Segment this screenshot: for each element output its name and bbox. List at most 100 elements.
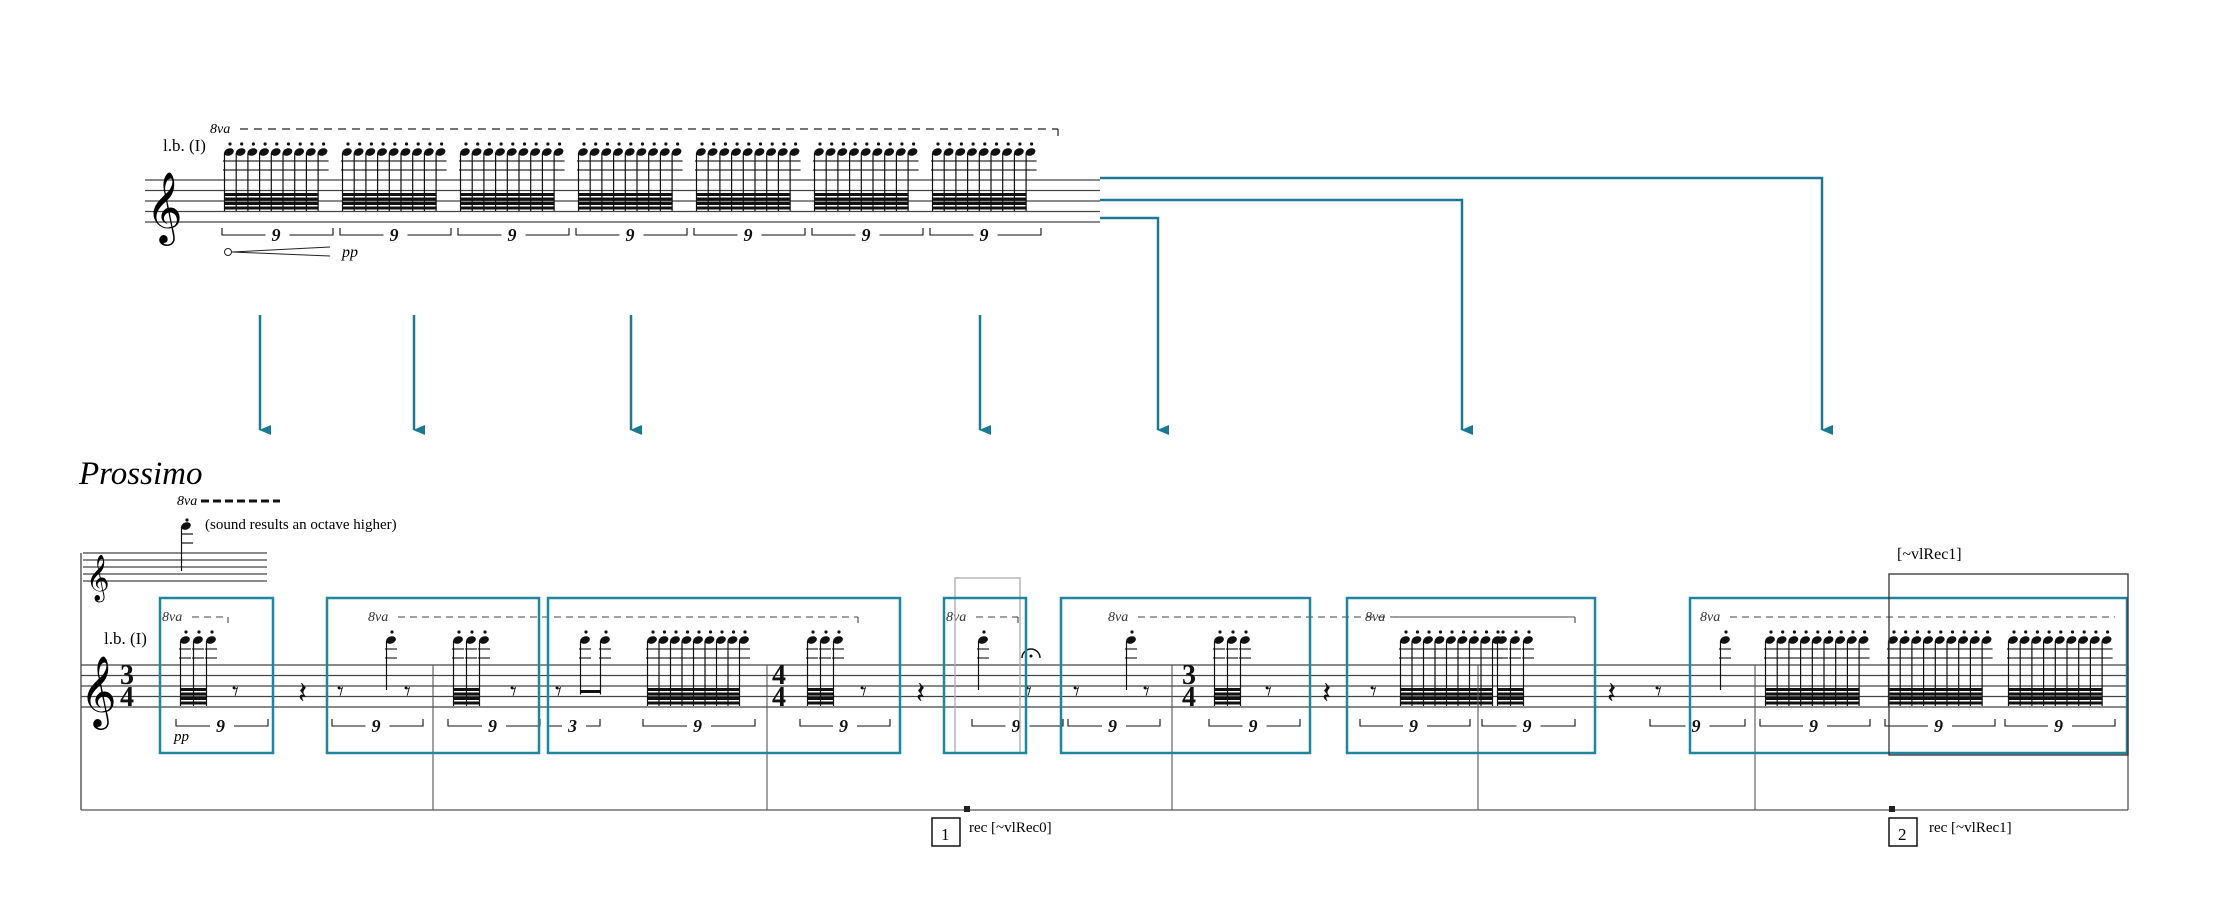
staccato-dot xyxy=(2082,630,2086,634)
notehead xyxy=(542,148,552,156)
staccato-dot xyxy=(1404,630,1408,634)
notehead xyxy=(1888,636,1898,644)
staccato-dot xyxy=(1950,630,1955,634)
notehead xyxy=(553,148,564,156)
notehead xyxy=(990,148,1001,156)
notehead xyxy=(1720,636,1730,644)
excerpt-box-7[interactable] xyxy=(1688,596,2129,755)
staccato-dot xyxy=(900,142,904,146)
notehead xyxy=(317,148,328,156)
beam xyxy=(696,193,791,196)
note-group xyxy=(977,630,989,690)
cue-2[interactable]: 2 rec [~vlRec1] xyxy=(1888,806,2012,847)
time-signature-top: 3 xyxy=(1182,660,1196,691)
staccato-dot xyxy=(1939,630,1943,634)
staccato-dot xyxy=(1514,630,1518,634)
staccato-dot xyxy=(228,142,232,146)
tuplet-bracket: 9 xyxy=(447,716,541,736)
notehead xyxy=(1025,148,1036,156)
staccato-dot xyxy=(604,630,608,634)
notehead xyxy=(1480,636,1491,644)
note-group xyxy=(223,142,329,211)
staccato-dot xyxy=(1839,630,1843,634)
notehead xyxy=(707,148,718,156)
tuplet-number: 9 xyxy=(744,225,753,245)
beam xyxy=(2008,697,2103,700)
notehead xyxy=(180,636,190,644)
note-group xyxy=(806,630,844,706)
treble-clef-icon: 𝄞 xyxy=(86,555,110,603)
fermata-icon xyxy=(1021,648,1041,659)
beam xyxy=(460,197,555,201)
beam xyxy=(1400,692,1493,696)
staccato-dot xyxy=(1816,630,1820,634)
staccato-dot xyxy=(2035,630,2039,634)
notehead xyxy=(648,148,659,156)
staccato-dot xyxy=(210,630,214,634)
eighth-rest-icon: 𝄾 xyxy=(860,677,867,707)
staccato-dot xyxy=(594,142,598,146)
beam xyxy=(1400,688,1493,691)
excerpt-box-3[interactable] xyxy=(546,596,902,755)
cue-1[interactable]: 1 rec [~vlRec0] xyxy=(931,806,1052,847)
notehead xyxy=(235,148,246,156)
notehead xyxy=(670,636,680,644)
notehead xyxy=(704,636,715,644)
notehead xyxy=(294,148,305,156)
recording-region-box[interactable] xyxy=(1888,573,2129,756)
notehead xyxy=(978,148,989,156)
tuplet-bracket: 9 xyxy=(1481,716,1576,736)
staccato-dot xyxy=(470,630,474,634)
staccato-dot xyxy=(1438,630,1443,634)
beam xyxy=(2008,701,2103,705)
staccato-dot xyxy=(723,142,728,146)
tuplet-number: 9 xyxy=(693,716,702,736)
excerpt-box-1[interactable] xyxy=(158,596,275,755)
notehead xyxy=(658,636,669,644)
notehead xyxy=(601,148,612,156)
excerpt-box-5[interactable] xyxy=(1059,596,1312,755)
beam xyxy=(647,697,740,700)
tuplet-bracket: 9 xyxy=(331,716,424,736)
notehead xyxy=(849,148,859,156)
staccato-dot xyxy=(322,142,326,146)
bottom-system: Prossimo 8va (sound results an octave hi… xyxy=(78,456,2129,847)
note-group xyxy=(1213,630,1251,706)
notehead xyxy=(1523,636,1533,644)
notehead xyxy=(471,148,482,156)
tuplet-bracket: 9 xyxy=(1884,716,1996,736)
beam xyxy=(814,193,909,196)
staccato-dot xyxy=(676,142,680,146)
tuplet-bracket: 9 xyxy=(799,716,891,736)
tuplet-bracket: 9 xyxy=(339,225,452,245)
note-group xyxy=(1764,630,1870,706)
top-instrument-label: l.b. (I) xyxy=(163,136,206,155)
eighth-rest-icon: 𝄾 xyxy=(1143,677,1150,707)
notehead xyxy=(1934,636,1945,644)
bracket-line xyxy=(339,228,452,236)
staccato-dot xyxy=(948,142,952,146)
staccato-dot xyxy=(1804,630,1808,634)
tuplet-bracket: 9 xyxy=(1208,716,1301,736)
excerpt-box-2[interactable] xyxy=(325,596,541,755)
tuplet-number: 9 xyxy=(1108,716,1117,736)
beam xyxy=(578,193,673,196)
excerpt-box-6[interactable] xyxy=(1345,596,1597,755)
notehead xyxy=(1446,636,1456,644)
notehead xyxy=(907,148,918,156)
notehead xyxy=(483,148,494,156)
ottava-label: 8va xyxy=(946,610,966,625)
notehead xyxy=(2078,636,2089,644)
tuplet-bracket: 9 xyxy=(1649,716,1746,736)
eighth-rest-icon: 𝄾 xyxy=(1265,677,1272,707)
tuplet-number: 9 xyxy=(980,225,989,245)
beam xyxy=(647,688,740,691)
note-group xyxy=(1719,630,1731,690)
excerpt-box-4[interactable] xyxy=(942,596,1028,755)
ottava-line: 8va xyxy=(1365,610,1576,625)
beam xyxy=(180,701,207,705)
staccato-dot xyxy=(298,142,302,146)
quarter-rest-icon: 𝄽 xyxy=(1322,676,1331,711)
bracket-line xyxy=(693,228,806,236)
